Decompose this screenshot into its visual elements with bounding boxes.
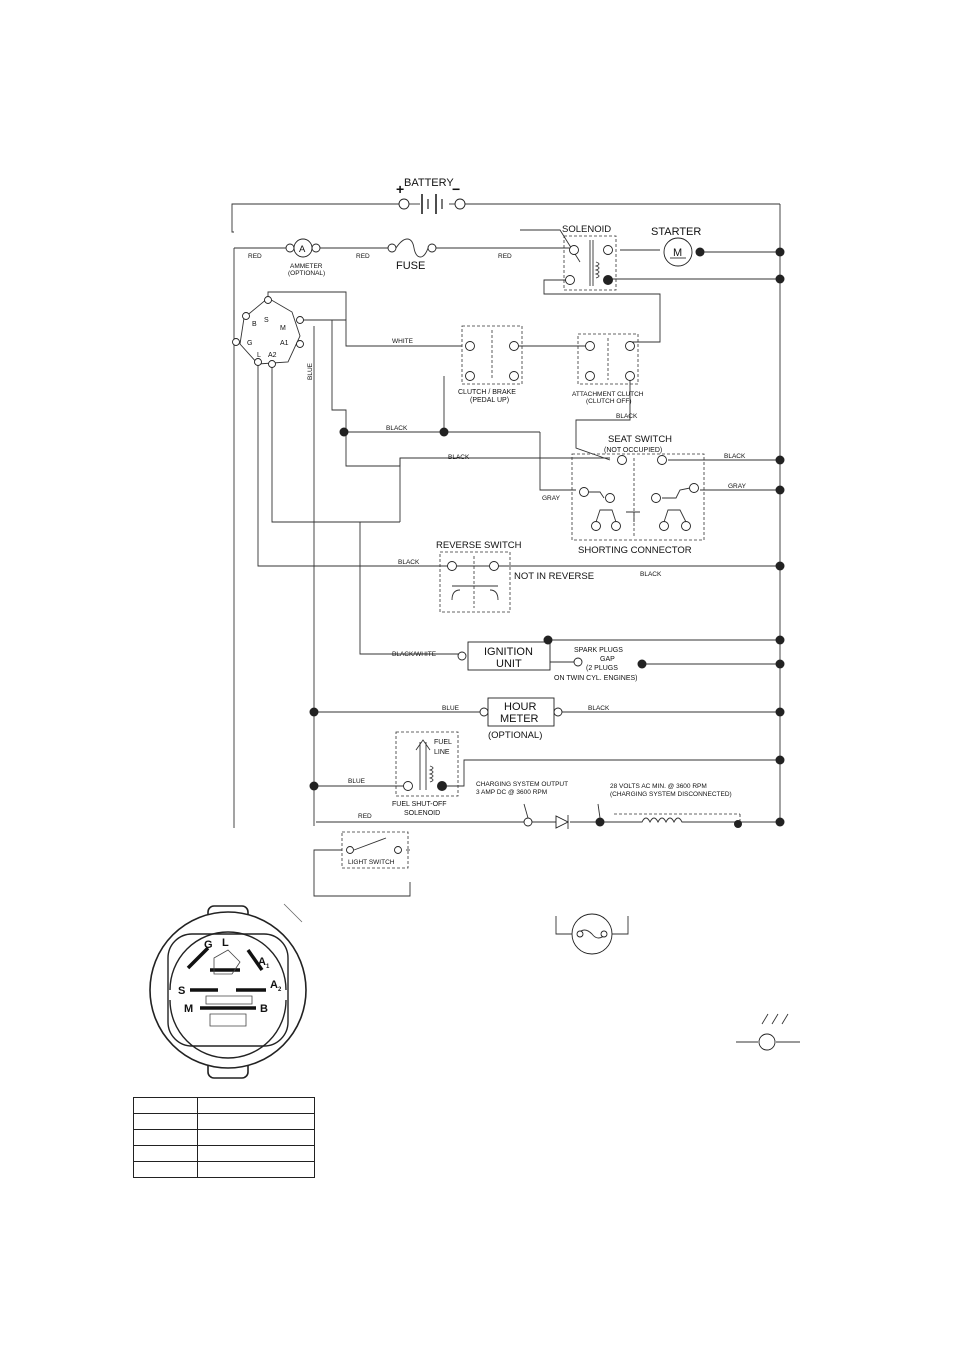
attachment-clutch-switch: ATTACHMENT CLUTCH (CLUTCH OFF): [572, 333, 644, 405]
ignition-unit-line1: IGNITION: [484, 646, 533, 658]
attachment-clutch-sub: (CLUTCH OFF): [586, 398, 632, 405]
clutch-brake-switch: CLUTCH / BRAKE (PEDAL UP): [458, 325, 523, 404]
clutch-brake-sub: (PEDAL UP): [470, 397, 509, 404]
ammeter-symbol: A AMMETER (OPTIONAL): [285, 238, 325, 277]
attachment-clutch-label: ATTACHMENT CLUTCH: [572, 391, 644, 398]
face-m: M: [184, 1003, 193, 1015]
wire-black-white: BLACK/WHITE: [392, 651, 437, 658]
ignition-switch-symbol: B S M G A1 L A2: [232, 296, 304, 368]
wire-gray-2: GRAY: [728, 483, 747, 490]
spark-plugs-line1: SPARK PLUGS: [574, 647, 623, 654]
charging-ac-line1: 28 VOLTS AC MIN. @ 3600 RPM: [610, 783, 707, 790]
wire-white: WHITE: [392, 338, 414, 345]
wire-black-7: BLACK: [588, 705, 610, 712]
wire-gray-1: GRAY: [542, 495, 561, 502]
charging-output-line1: CHARGING SYSTEM OUTPUT: [476, 781, 568, 788]
battery-minus: −: [452, 181, 460, 197]
battery-symbol: BATTERY + −: [396, 177, 466, 214]
face-a2: A: [270, 979, 278, 991]
table-row: [133, 1113, 315, 1130]
junction-dots: [309, 247, 785, 827]
battery-label: BATTERY: [404, 177, 454, 189]
fuse-symbol: FUSE: [387, 238, 437, 272]
ammeter-optional: (OPTIONAL): [288, 270, 325, 277]
wire-red-4: RED: [358, 813, 372, 820]
hour-meter-line1: HOUR: [504, 701, 536, 713]
reverse-switch: REVERSE SWITCH NOT IN REVERSE: [436, 540, 594, 613]
solenoid-symbol: SOLENOID: [562, 224, 617, 291]
ignition-switch-face: G L A 1 S A 2 M B: [149, 903, 307, 1079]
charging-system: CHARGING SYSTEM OUTPUT 3 AMP DC @ 3600 R…: [476, 781, 742, 829]
wire-red-1: RED: [248, 253, 262, 260]
wire-blue-vertical: BLUE: [307, 362, 314, 380]
starter-symbol: M STARTER: [651, 226, 705, 267]
starter-glyph: M: [673, 247, 682, 259]
face-b: B: [260, 1003, 268, 1015]
wire-red-3: RED: [498, 253, 512, 260]
charging-output-line2: 3 AMP DC @ 3600 RPM: [476, 789, 547, 796]
wire-black-5: BLACK: [398, 559, 420, 566]
face-s: S: [178, 985, 185, 997]
wire-color-labels: RED RED RED RED WHITE BLUE BLACK BLACK B…: [248, 253, 747, 820]
fuse-label: FUSE: [396, 260, 425, 272]
frame-wires: [231, 203, 781, 897]
terminal-a1: A1: [280, 340, 289, 347]
wire-blue-2: BLUE: [348, 778, 366, 785]
terminal-b: B: [252, 321, 257, 328]
fuel-line-line2: LINE: [434, 749, 450, 756]
terminal-g: G: [247, 340, 252, 347]
ammeter-label: AMMETER: [290, 263, 323, 270]
face-a1-sub: 1: [266, 964, 270, 970]
shorting-connector-label: SHORTING CONNECTOR: [578, 545, 692, 556]
wire-black-2: BLACK: [616, 413, 638, 420]
seat-switch-sub: (NOT OCCUPIED): [604, 447, 662, 454]
wire-black-6: BLACK: [640, 571, 662, 578]
light-switch: LIGHT SWITCH: [341, 831, 409, 869]
face-a2-sub: 2: [278, 987, 282, 993]
ignition-unit-line2: UNIT: [496, 658, 522, 670]
fuel-shutoff-solenoid: FUEL LINE FUEL SHUT-OFF SOLENOID: [392, 731, 459, 817]
wire-red-2: RED: [356, 253, 370, 260]
wire-black-1: BLACK: [386, 425, 408, 432]
table-row: [133, 1145, 315, 1162]
wire-blue-1: BLUE: [442, 705, 460, 712]
terminal-a2: A2: [268, 352, 277, 359]
charging-ac-line2: (CHARGING SYSTEM DISCONNECTED): [610, 791, 732, 798]
table-row: [133, 1129, 315, 1146]
seat-switch-label: SEAT SWITCH: [608, 434, 672, 445]
face-a1: A: [258, 956, 266, 968]
ground-symbol: [736, 1013, 800, 1051]
terminal-m: M: [280, 325, 286, 332]
bulb-symbol: [555, 913, 629, 955]
face-g: G: [204, 939, 213, 951]
starter-label: STARTER: [651, 226, 701, 238]
battery-plus: +: [396, 181, 404, 197]
table-row: [133, 1161, 315, 1178]
wire-black-3: BLACK: [448, 454, 470, 461]
legend-table: [133, 1097, 315, 1178]
solenoid-label: SOLENOID: [562, 224, 611, 235]
table-row: [133, 1097, 315, 1114]
reverse-switch-label: REVERSE SWITCH: [436, 540, 522, 551]
hour-meter-line2: METER: [500, 713, 539, 725]
terminal-l: L: [257, 352, 261, 359]
spark-plugs-line4: ON TWIN CYL. ENGINES): [554, 675, 638, 682]
spark-plugs-line3: (2 PLUGS: [586, 665, 618, 672]
fuel-shutoff-line2: SOLENOID: [404, 810, 440, 817]
light-switch-label: LIGHT SWITCH: [348, 859, 395, 866]
ignition-unit: IGNITION UNIT SPARK PLUGS GAP (2 PLUGS O…: [457, 635, 647, 682]
seat-switch: SEAT SWITCH (NOT OCCUPIED) SHORTING CONN…: [571, 434, 705, 556]
spark-plugs-line2: GAP: [600, 656, 615, 663]
ammeter-glyph: A: [299, 244, 306, 255]
hour-meter-optional: (OPTIONAL): [488, 730, 542, 741]
face-l: L: [222, 937, 229, 949]
wire-black-4: BLACK: [724, 453, 746, 460]
fuel-line-line1: FUEL: [434, 739, 452, 746]
fuel-shutoff-line1: FUEL SHUT-OFF: [392, 801, 447, 808]
clutch-brake-label: CLUTCH / BRAKE: [458, 389, 516, 396]
hour-meter: HOUR METER (OPTIONAL): [479, 697, 563, 741]
not-in-reverse-label: NOT IN REVERSE: [514, 571, 594, 582]
terminal-s: S: [264, 317, 269, 324]
